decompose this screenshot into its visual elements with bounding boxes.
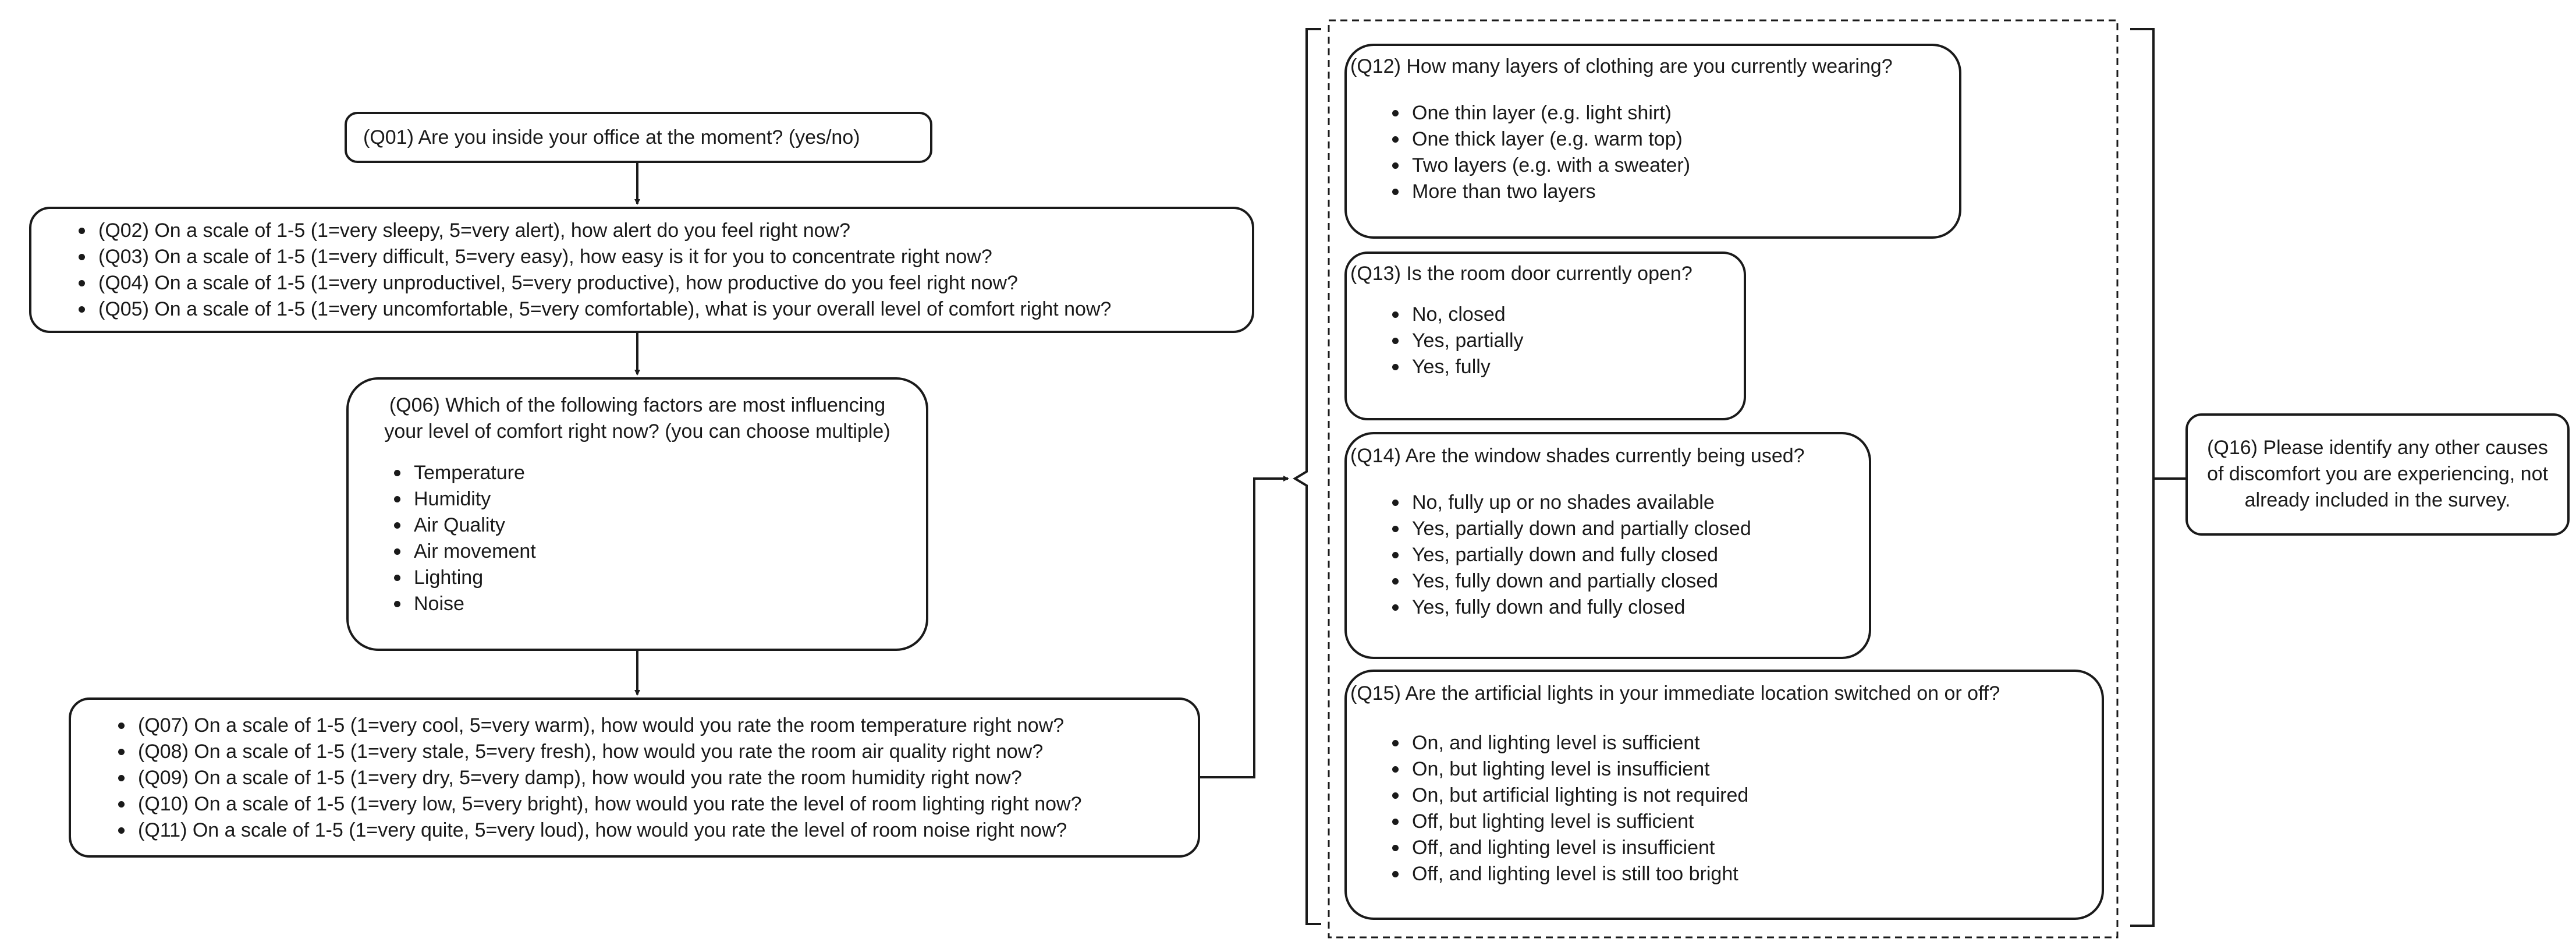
question-q07: (Q07) On a scale of 1-5 (1=very cool, 5=… [97, 713, 1081, 739]
dashed-group-border [1328, 19, 2119, 939]
q06-box: (Q06) Which of the following factors are… [346, 377, 928, 651]
q12-option: One thick layer (e.g. warm top) [1371, 126, 1690, 153]
q06-question-line1: (Q06) Which of the following factors are… [389, 394, 886, 416]
q14-option: No, fully up or no shades available [1371, 490, 1751, 516]
q14-question: (Q14) Are the window shades currently be… [1350, 445, 1805, 467]
q01-text: (Q01) Are you inside your office at the … [363, 126, 860, 148]
question-q02: (Q02) On a scale of 1-5 (1=very sleepy, … [58, 218, 1111, 244]
q02-q05-box: (Q02) On a scale of 1-5 (1=very sleepy, … [29, 207, 1254, 333]
q16-line3: already included in the survey. [2244, 489, 2511, 511]
q15-options: On, and lighting level is sufficient On,… [1371, 730, 1748, 887]
q16-line2: of discomfort you are experiencing, not [2207, 463, 2548, 485]
q15-option: Off, and lighting level is still too bri… [1371, 861, 1748, 887]
q14-box: (Q14) Are the window shades currently be… [1344, 432, 1871, 659]
q06-options: Temperature Humidity Air Quality Air mov… [373, 460, 536, 617]
left-brace [1293, 28, 1321, 925]
question-q05: (Q05) On a scale of 1-5 (1=very uncomfor… [58, 296, 1111, 323]
q06-option-air-quality: Air Quality [373, 512, 536, 539]
q14-option: Yes, fully down and fully closed [1371, 594, 1751, 621]
q15-box: (Q15) Are the artificial lights in your … [1344, 670, 2104, 920]
question-q10: (Q10) On a scale of 1-5 (1=very low, 5=v… [97, 791, 1081, 817]
q06-option-humidity: Humidity [373, 486, 536, 512]
question-q04: (Q04) On a scale of 1-5 (1=very unproduc… [58, 270, 1111, 296]
q06-option-noise: Noise [373, 591, 536, 617]
question-q09: (Q09) On a scale of 1-5 (1=very dry, 5=v… [97, 765, 1081, 791]
q06-option-lighting: Lighting [373, 565, 536, 591]
q06-option-air-movement: Air movement [373, 539, 536, 565]
q15-option: Off, but lighting level is sufficient [1371, 809, 1748, 835]
q15-question: (Q15) Are the artificial lights in your … [1350, 682, 2000, 704]
q13-question: (Q13) Is the room door currently open? [1350, 263, 1693, 285]
question-q11: (Q11) On a scale of 1-5 (1=very quite, 5… [97, 817, 1081, 844]
q12-question: (Q12) How many layers of clothing are yo… [1350, 55, 1893, 77]
q14-option: Yes, fully down and partially closed [1371, 568, 1751, 594]
q14-option: Yes, partially down and fully closed [1371, 542, 1751, 568]
q15-option: Off, and lighting level is insufficient [1371, 835, 1748, 861]
question-q03: (Q03) On a scale of 1-5 (1=very difficul… [58, 244, 1111, 270]
q13-option: No, closed [1371, 302, 1524, 328]
q16-box: (Q16) Please identify any other causes o… [2185, 413, 2570, 536]
q12-option: One thin layer (e.g. light shirt) [1371, 100, 1690, 126]
arrow-q11-to-group [1200, 476, 1289, 778]
q13-options: No, closed Yes, partially Yes, fully [1371, 302, 1524, 380]
q15-option: On, but lighting level is insufficient [1371, 756, 1748, 782]
q12-option: More than two layers [1371, 179, 1690, 205]
q15-option: On, and lighting level is sufficient [1371, 730, 1748, 756]
q12-option: Two layers (e.g. with a sweater) [1371, 153, 1690, 179]
question-q08: (Q08) On a scale of 1-5 (1=very stale, 5… [97, 739, 1081, 765]
right-brace [2130, 28, 2185, 927]
q12-box: (Q12) How many layers of clothing are yo… [1344, 44, 1961, 239]
q15-option: On, but artificial lighting is not requi… [1371, 782, 1748, 809]
q06-question-line2: your level of comfort right now? (you ca… [384, 420, 890, 442]
q06-option-temperature: Temperature [373, 460, 536, 486]
q12-options: One thin layer (e.g. light shirt) One th… [1371, 100, 1690, 205]
q07-q11-list: (Q07) On a scale of 1-5 (1=very cool, 5=… [97, 713, 1081, 844]
q16-line1: (Q16) Please identify any other causes [2207, 437, 2548, 459]
q13-box: (Q13) Is the room door currently open? N… [1344, 252, 1746, 420]
q01-box: (Q01) Are you inside your office at the … [345, 112, 932, 163]
q14-options: No, fully up or no shades available Yes,… [1371, 490, 1751, 621]
q13-option: Yes, partially [1371, 328, 1524, 354]
q02-q05-list: (Q02) On a scale of 1-5 (1=very sleepy, … [58, 218, 1111, 323]
q07-q11-box: (Q07) On a scale of 1-5 (1=very cool, 5=… [69, 697, 1200, 858]
q14-option: Yes, partially down and partially closed [1371, 516, 1751, 542]
q13-option: Yes, fully [1371, 354, 1524, 380]
